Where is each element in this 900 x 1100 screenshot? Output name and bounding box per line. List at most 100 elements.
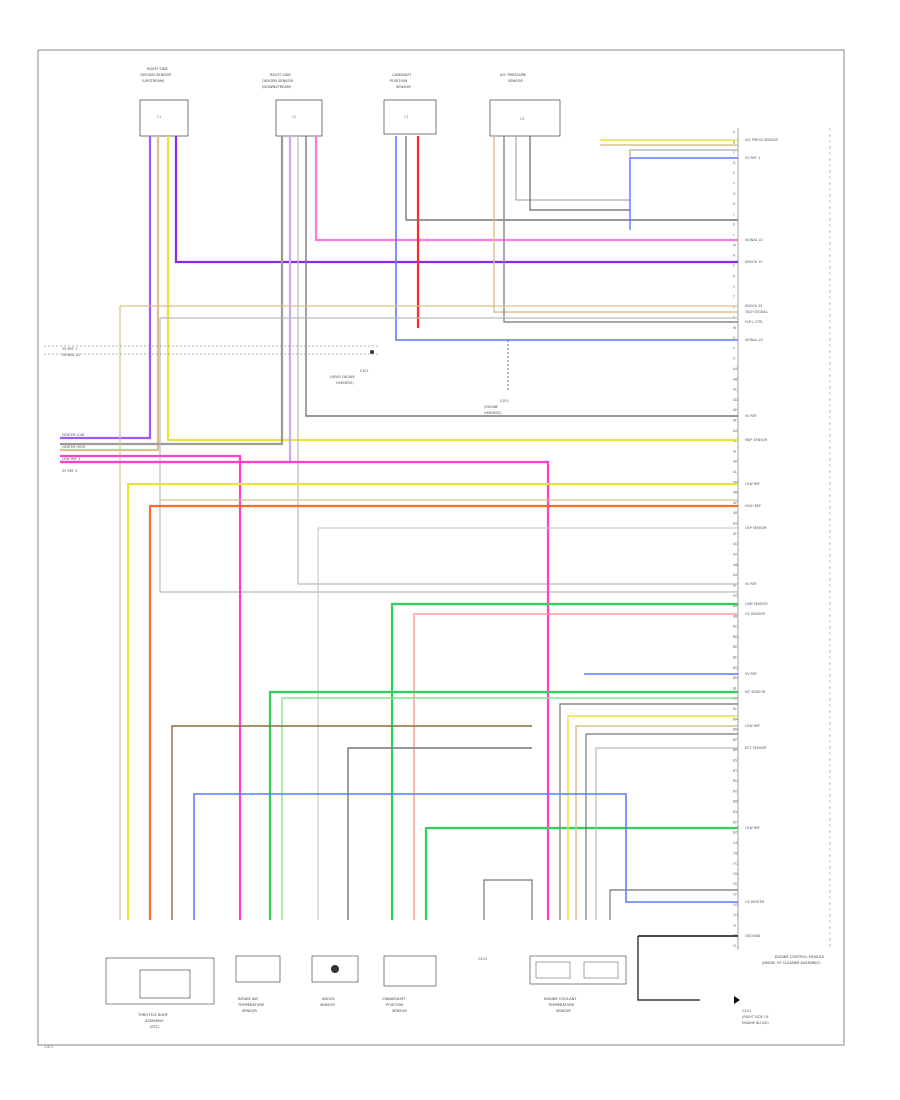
component-ect-sensor: ENGINE COOLANT TEMPERATURE SENSOR [529, 955, 627, 1013]
component-iat-sensor: INTAKE AIR TEMPERATURE SENSOR [235, 955, 281, 1013]
pcm-signal-label: 5V REF [745, 414, 757, 418]
pcm-signal-label: LOW REF [745, 826, 760, 830]
ect-label-1: ENGINE COOLANT [544, 997, 577, 1001]
tb-label-1: THROTTLE BODY [137, 1013, 169, 1017]
s102-label-1: S102 [500, 399, 509, 403]
pcm-pin: BD [733, 635, 738, 639]
c1-label-1: RIGHT SIDE [147, 67, 168, 71]
pcm-label-1: ENGINE CONTROL MODULE [775, 955, 825, 959]
pcm-signal-label: SIGNAL LO [745, 338, 763, 342]
pcm-pin: L [733, 233, 735, 237]
pcm-pin: BF [733, 655, 737, 659]
c2-label-3: (DOWNSTREAM) [262, 85, 292, 89]
c2-label-2: OXYGEN SENSOR [262, 79, 293, 83]
c4-label-2: SENSOR [508, 79, 523, 83]
wire-darkgray-4 [529, 136, 630, 211]
g101-label-2: (RIGHT SIDE OF [742, 1015, 769, 1019]
pcm-pin: CL [733, 944, 737, 948]
left-input-4: HEATER HIGH [62, 445, 86, 449]
c3-connector: C3 [404, 115, 408, 119]
component-throttle-body: THROTTLE BODY ASSEMBLY (ETC) [105, 957, 215, 1029]
pcm-pin: AA [733, 367, 738, 371]
c3-label-1: CAMSHAFT [392, 73, 413, 77]
pcm-signal-label: O2 SENSOR [745, 612, 766, 616]
component-ac-pressure-sensor: A/C PRESSURE SENSOR C4 [489, 73, 561, 137]
pcm-signal-label: A/C PRESS SENSOR [745, 138, 778, 142]
wire-gray-2 [60, 136, 284, 446]
pcm-pin: BM [733, 717, 738, 721]
ks-label-2: SENSOR [320, 1003, 335, 1007]
pcm-pin: M [733, 243, 736, 247]
c1-label-3: (UPSTREAM) [142, 79, 165, 83]
wire-purple-1 [60, 136, 152, 440]
pcm-pin: AY [733, 583, 737, 587]
pcm-pin: AB [733, 377, 737, 381]
pcm-label-2: (INSIDE OF CLEANER ASSEMBLY) [762, 961, 821, 965]
ckp-label-3: SENSOR [392, 1009, 407, 1013]
pcm-pin: AN [733, 491, 738, 495]
s101-label-2: (NEAR ENGINE [330, 375, 355, 379]
wire-gray-3 [405, 136, 738, 221]
c3-label-2: POSITION [390, 79, 407, 83]
pcm-signal-label: GROUND [745, 934, 761, 938]
wire-lightgray-mid [595, 747, 738, 920]
pcm-signal-label: KNOCK 2S [745, 304, 762, 308]
c4-label-1: A/C PRESSURE [500, 73, 527, 77]
ground-g101: G101 (RIGHT SIDE OF ENGINE BLOCK) [734, 996, 769, 1025]
pcm-pin: CC [733, 862, 738, 866]
diagram-border [37, 49, 845, 1046]
pcm-pin: AS [733, 522, 737, 526]
pcm-pin: CJ [733, 923, 736, 927]
left-inputs: 5V REF 1 SIGNAL LO HEATER LOW HEATER HIG… [44, 345, 380, 473]
pcm-signal-label: 5V REF [745, 582, 757, 586]
pcm-pin: AH [733, 439, 738, 443]
pcm-pin: E [733, 171, 735, 175]
wire-gray-mid-2 [559, 703, 738, 920]
wire-yellow-mid [567, 715, 738, 920]
wire-brown-1 [171, 725, 532, 920]
c4-connector: C4 [520, 117, 524, 121]
c1-label-2: OXYGEN SENSOR [140, 73, 171, 77]
pcm-pin: CB [733, 851, 737, 855]
pcm-signal-label: HIGH REF [745, 504, 761, 508]
pcm-pin: J [732, 212, 734, 216]
ect-label-3: SENSOR [556, 1009, 571, 1013]
s101-label-1: S101 [360, 369, 369, 373]
left-input-5: LOW REF 2 [62, 457, 81, 461]
pcm-signal-label: MAP SENSOR [745, 438, 768, 442]
pcm-pin: CA [733, 841, 738, 845]
pcm-pin: T [732, 295, 735, 299]
wire-ect-loop [483, 879, 533, 920]
wire-tan-mid [575, 725, 738, 920]
pcm-pin: AK [733, 460, 738, 464]
wire-gray-mid [585, 733, 738, 920]
pcm-pin: BU [733, 779, 738, 783]
left-input-2: SIGNAL LO [62, 353, 80, 357]
g101-label-3: ENGINE BLOCK) [742, 1021, 769, 1025]
component-g103: G103 [478, 957, 487, 961]
component-right-oxygen-sensor-downstream: RIGHT SIDE OXYGEN SENSOR (DOWNSTREAM) C2 [262, 73, 323, 137]
wire-green-2 [268, 690, 738, 920]
s102-label-2: (ENGINE [484, 405, 498, 409]
pcm-signal-label: CAM SENSOR [745, 602, 768, 606]
pcm-pin: AE [733, 408, 737, 412]
pcm-pin: AM [733, 480, 738, 484]
wire-yellow-1 [166, 136, 738, 442]
pcm-connector: ABCDEFGHJKLMNPRSTUVWXYZAAABACADAEAFAGAHA… [732, 128, 831, 965]
pcm-pin: AR [733, 511, 738, 515]
pcm-pin: BA [733, 604, 738, 608]
left-input-6: 5V REF 2 [62, 469, 77, 473]
wire-gray-4 [503, 136, 738, 323]
pcm-pin: P [733, 264, 735, 268]
pcm-signal-label: ECT SENSOR [745, 746, 767, 750]
wire-lightgray-long-v [159, 318, 738, 593]
wire-pink-2 [314, 136, 738, 242]
wire-green-3 [424, 826, 738, 920]
pcm-pin: BV [733, 789, 738, 793]
pcm-pin: BS [733, 759, 737, 763]
wire-gray-bottom [609, 889, 738, 920]
wire-darkgray-2 [305, 136, 738, 417]
iat-label-1: INTAKE AIR [238, 997, 258, 1001]
ect-label-2: TEMPERATURE [547, 1003, 575, 1007]
pcm-pin: BC [733, 625, 738, 629]
